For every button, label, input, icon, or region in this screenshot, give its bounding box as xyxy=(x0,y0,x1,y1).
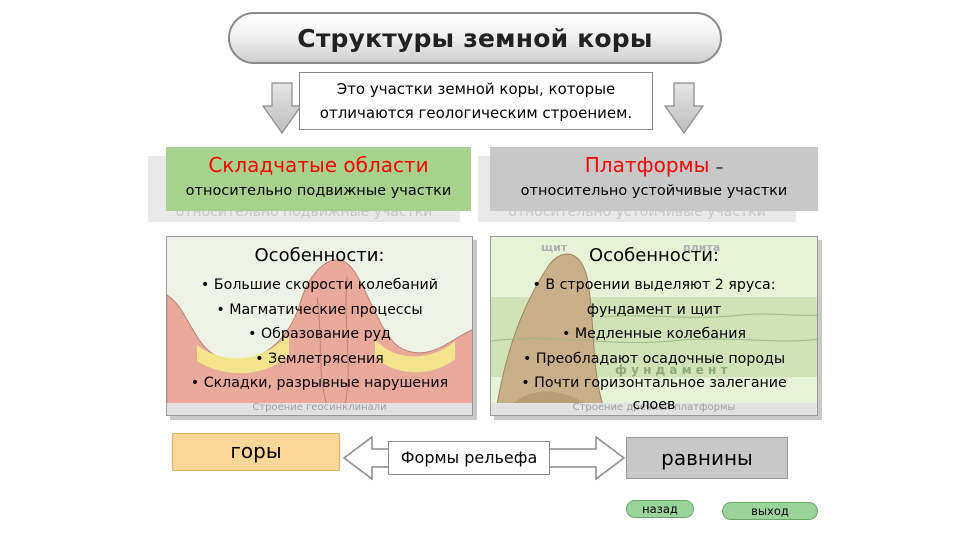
platforms-dash: – xyxy=(715,158,724,176)
platform-feature-item: Преобладают осадочные породы xyxy=(491,347,817,372)
fold-panel-caption: Строение геосинклинали xyxy=(252,402,387,413)
fold-features-list: Большие скорости колебаний Магматические… xyxy=(167,273,472,396)
fold-areas-header: Складчатые области относительно подвижны… xyxy=(166,147,471,211)
platform-feature-continuation: фундамент и щит xyxy=(586,301,722,318)
fold-feature-item: Землетрясения xyxy=(167,347,472,372)
down-arrow-icon xyxy=(664,82,704,134)
definition-line-1: Это участки земной коры, которые xyxy=(336,80,616,98)
relief-forms-label: Формы рельефа xyxy=(388,441,550,475)
exit-button[interactable]: выход xyxy=(722,502,818,520)
platform-feature-continuation: слоев xyxy=(632,396,676,413)
plate-label: плита xyxy=(683,241,721,254)
back-button[interactable]: назад xyxy=(626,500,694,518)
platforms-header: Платформы – относительно устойчивые учас… xyxy=(490,147,818,211)
down-arrow-icon xyxy=(262,82,302,134)
fold-features-panel: Строение геосинклинали Особенности: Боль… xyxy=(166,236,473,416)
plains-box: равнины xyxy=(626,437,788,479)
platform-features-panel: щит плита ф у н д а м е н т Строение дре… xyxy=(490,236,818,416)
platform-feature-item: В строении выделяют 2 яруса: xyxy=(491,273,817,298)
platform-features-heading: Особенности: xyxy=(589,245,719,266)
platforms-title: Платформы xyxy=(584,153,710,177)
fold-feature-item: Магматические процессы xyxy=(167,298,472,323)
fold-feature-item: Складки, разрывные нарушения xyxy=(167,371,472,396)
platforms-subtitle: относительно устойчивые участки xyxy=(520,183,788,199)
mountains-box: горы xyxy=(172,433,340,471)
fold-feature-item: Образование руд xyxy=(167,322,472,347)
shield-label: щит xyxy=(541,241,568,254)
platform-features-list: В строении выделяют 2 яруса: фундамент и… xyxy=(491,273,817,414)
page-title: Структуры земной коры xyxy=(297,23,653,53)
fold-features-heading: Особенности: xyxy=(254,245,385,266)
platform-panel-caption: Строение древней платформы xyxy=(572,402,736,413)
title-banner: Структуры земной коры xyxy=(228,12,722,64)
definition-line-2: отличаются геологическим строением. xyxy=(319,104,633,122)
fold-feature-item: Большие скорости колебаний xyxy=(167,273,472,298)
platform-feature-item: Медленные колебания xyxy=(491,322,817,347)
platforms-title-line: Платформы – xyxy=(490,153,818,177)
platform-feature-item: Почти горизонтальное залегание xyxy=(491,371,817,396)
definition-box: Это участки земной коры, которые отличаю… xyxy=(299,72,653,130)
fold-areas-title: Складчатые области xyxy=(208,153,429,177)
fold-areas-subtitle: относительно подвижные участки xyxy=(185,183,452,199)
